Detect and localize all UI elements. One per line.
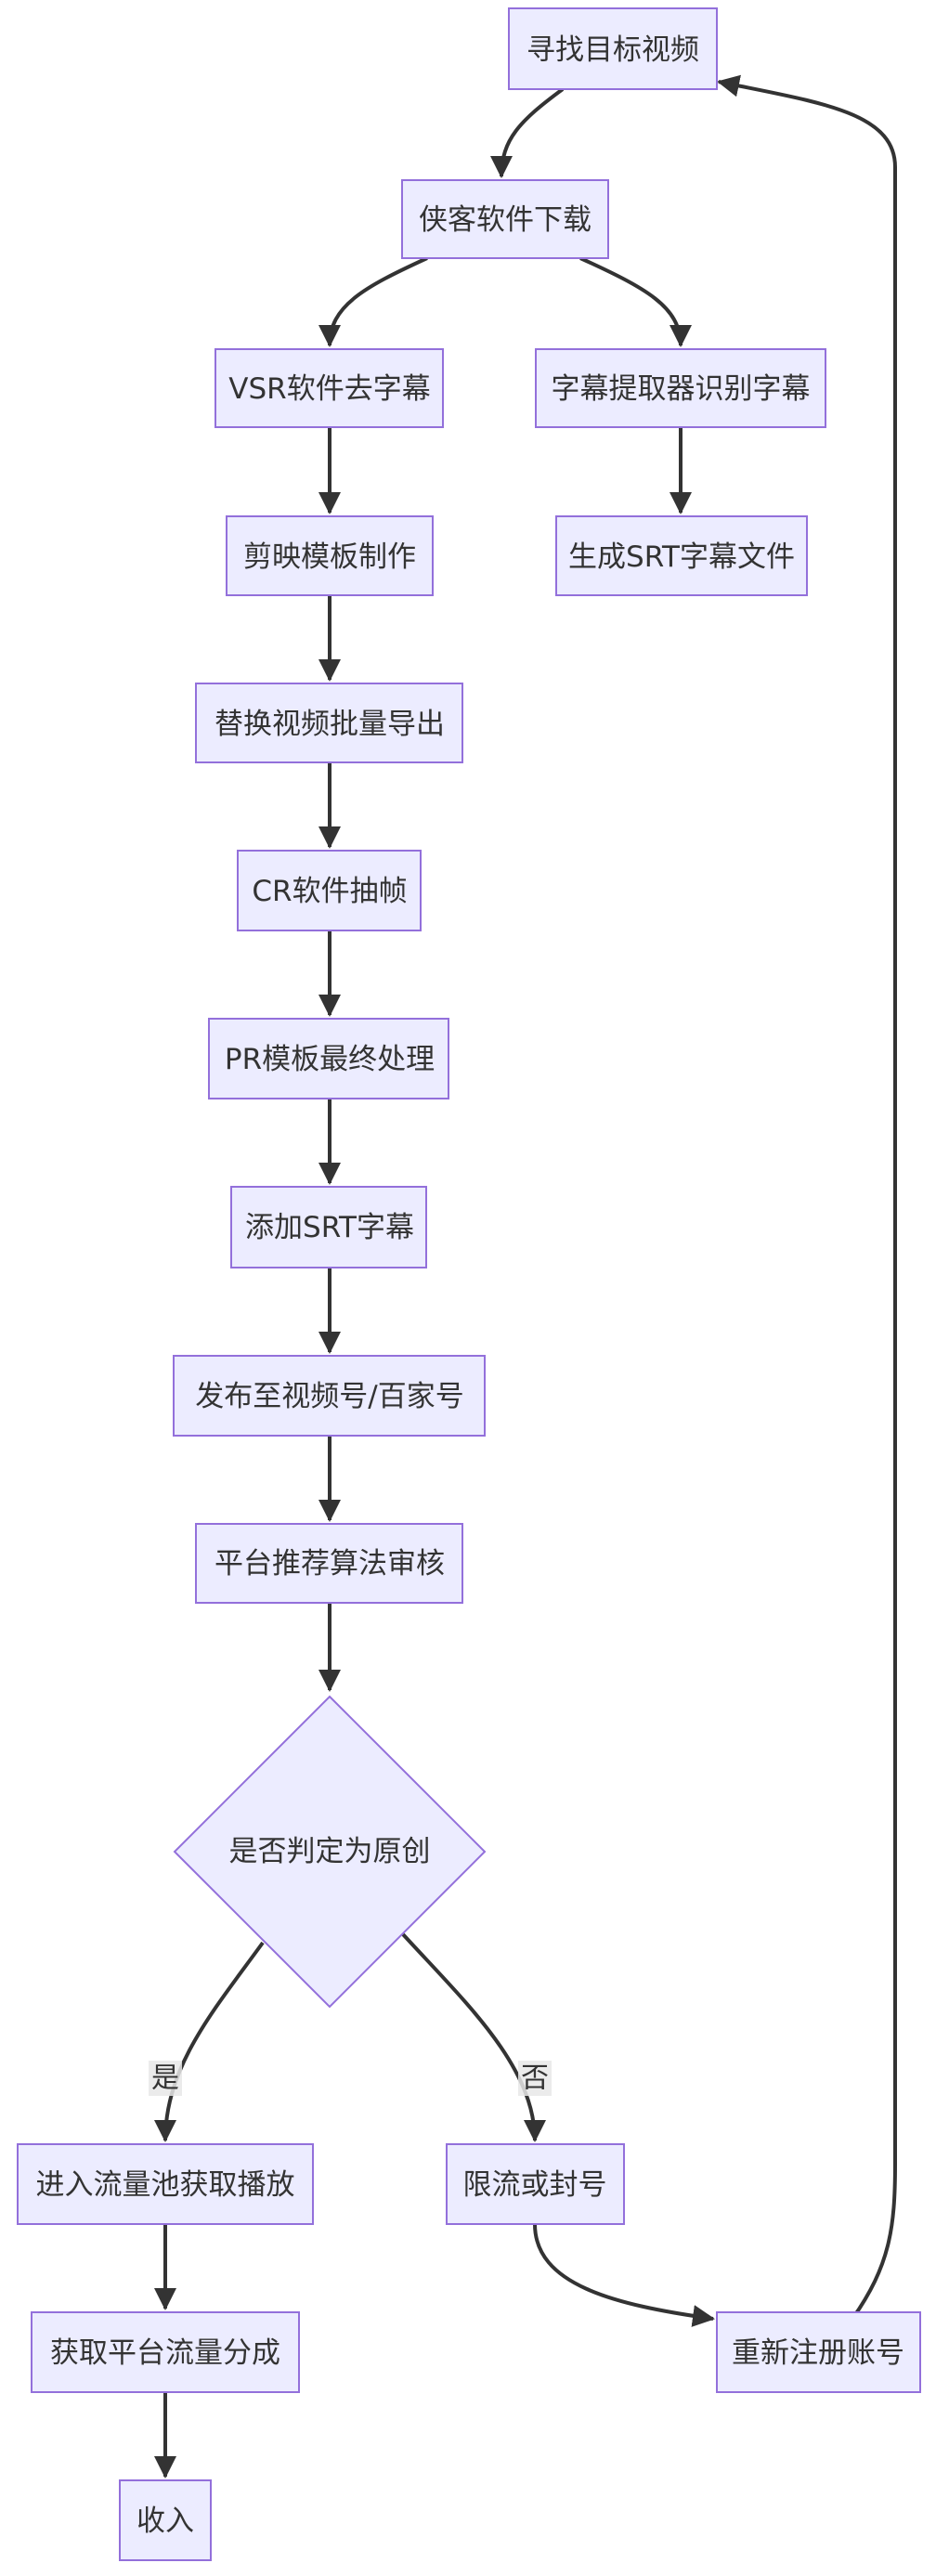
node-vsr-remove-subtitles-label: VSR软件去字幕 [228,372,430,406]
node-find-target-video-label: 寻找目标视频 [526,33,699,67]
node-revenue-share: 获取平台流量分成 [31,2311,300,2393]
edge-download-to-extractor [579,256,692,347]
node-restrict-or-ban: 限流或封号 [446,2143,625,2225]
edge-decision-yes [154,1941,265,2142]
node-cr-frame-extract: CR软件抽帧 [237,850,422,931]
node-subtitle-extractor: 字幕提取器识别字幕 [535,348,826,428]
node-income: 收入 [119,2479,212,2561]
node-algorithm-review-label: 平台推荐算法审核 [214,1547,445,1581]
edge-find-to-download [490,87,565,178]
node-add-srt: 添加SRT字幕 [230,1186,427,1268]
node-revenue-share-label: 获取平台流量分成 [50,2336,280,2370]
edge-label-no-text: 否 [521,2062,549,2095]
node-batch-export: 替换视频批量导出 [195,683,463,763]
edge-label-yes-text: 是 [151,2062,179,2095]
node-pr-final-processing-label: PR模板最终处理 [225,1043,435,1076]
node-originality-decision-label: 是否判定为原创 [229,1835,431,1868]
node-originality-decision: 是否判定为原创 [173,1695,487,2009]
node-traffic-pool: 进入流量池获取播放 [17,2143,314,2225]
edge-label-no: 否 [518,2061,552,2096]
node-generate-srt: 生成SRT字幕文件 [555,515,808,596]
node-traffic-pool-label: 进入流量池获取播放 [36,2168,295,2202]
node-subtitle-extractor-label: 字幕提取器识别字幕 [552,372,811,406]
edges [154,74,897,2478]
node-xiake-download-label: 侠客软件下载 [419,203,592,237]
node-find-target-video: 寻找目标视频 [508,7,718,90]
node-jianying-template-label: 剪映模板制作 [243,540,416,574]
node-pr-final-processing: PR模板最终处理 [208,1018,449,1099]
node-add-srt-label: 添加SRT字幕 [245,1211,414,1244]
node-reregister-account: 重新注册账号 [716,2311,921,2393]
edge-download-to-vsr [318,256,428,347]
edge-restrict-to-reregister [533,2223,715,2327]
edge-decision-no [401,1932,546,2142]
node-reregister-account-label: 重新注册账号 [732,2336,904,2370]
node-xiake-download: 侠客软件下载 [401,179,609,259]
node-jianying-template: 剪映模板制作 [226,515,434,596]
node-batch-export-label: 替换视频批量导出 [214,708,445,741]
node-restrict-or-ban-label: 限流或封号 [463,2168,607,2202]
node-cr-frame-extract-label: CR软件抽帧 [252,875,407,908]
node-publish: 发布至视频号/百家号 [173,1355,486,1437]
node-generate-srt-label: 生成SRT字幕文件 [568,540,795,574]
edge-reregister-to-find [717,74,897,2321]
edge-label-yes: 是 [149,2061,182,2096]
node-vsr-remove-subtitles: VSR软件去字幕 [214,348,444,428]
node-income-label: 收入 [136,2504,194,2538]
node-algorithm-review: 平台推荐算法审核 [195,1523,463,1604]
node-publish-label: 发布至视频号/百家号 [195,1380,463,1413]
